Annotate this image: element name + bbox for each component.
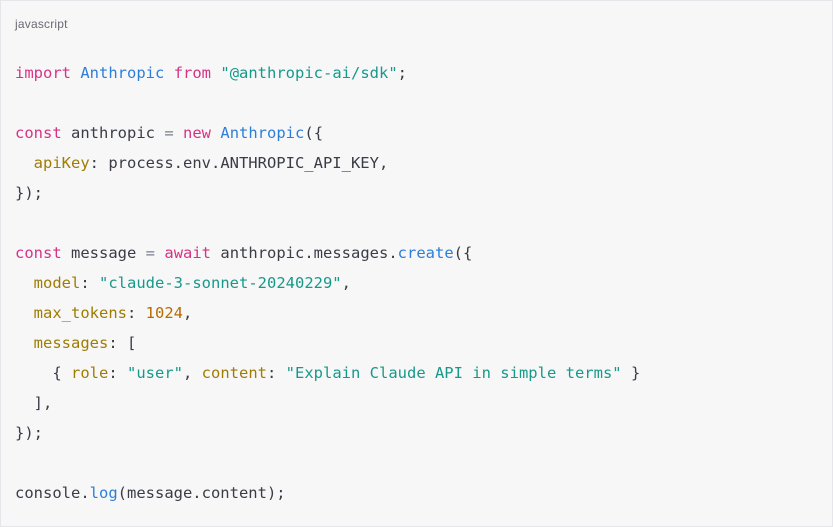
code-token-operator: = xyxy=(145,244,156,262)
code-token-property: messages xyxy=(33,334,109,352)
code-token-plain: ({ xyxy=(453,244,473,262)
code-token-plain: message xyxy=(61,244,146,262)
code-token-plain: (message.content); xyxy=(117,484,286,502)
code-token-plain xyxy=(174,124,183,142)
code-line: }); xyxy=(15,178,818,208)
code-token-property: content xyxy=(201,364,267,382)
code-line: }); xyxy=(15,418,818,448)
code-line: { role: "user", content: "Explain Claude… xyxy=(15,358,818,388)
code-lines: import Anthropic from "@anthropic-ai/sdk… xyxy=(15,58,818,508)
code-line xyxy=(15,208,818,238)
code-token-plain: : xyxy=(267,364,286,382)
code-token-plain: } xyxy=(621,364,641,382)
code-line: const message = await anthropic.messages… xyxy=(15,238,818,268)
code-token-plain: ], xyxy=(15,394,53,412)
code-token-plain: : [ xyxy=(108,334,137,352)
code-token-plain xyxy=(15,274,34,292)
code-token-property: role xyxy=(71,364,109,382)
code-token-plain: console. xyxy=(15,484,90,502)
code-line: console.log(message.content); xyxy=(15,478,818,508)
code-token-string: "Explain Claude API in simple terms" xyxy=(285,364,622,382)
code-token-plain: anthropic.messages. xyxy=(211,244,398,262)
code-token-string: "claude-3-sonnet-20240229" xyxy=(99,274,342,292)
code-token-plain xyxy=(15,304,34,322)
code-token-string: "user" xyxy=(127,364,183,382)
code-line: ], xyxy=(15,388,818,418)
code-token-plain xyxy=(15,334,34,352)
code-token-keyword: new xyxy=(183,124,212,142)
code-token-plain: : xyxy=(80,274,100,292)
code-token-plain: anthropic xyxy=(61,124,165,142)
code-token-class: Anthropic xyxy=(80,64,165,82)
code-token-property: max_tokens xyxy=(33,304,127,322)
code-line: const anthropic = new Anthropic({ xyxy=(15,118,818,148)
code-line: model: "claude-3-sonnet-20240229", xyxy=(15,268,818,298)
code-token-plain: : xyxy=(127,304,146,322)
code-token-plain: }); xyxy=(15,184,43,202)
code-token-keyword: from xyxy=(173,64,212,82)
code-token-keyword: import xyxy=(15,64,71,82)
code-token-keyword: const xyxy=(15,124,62,142)
code-token-property: model xyxy=(33,274,81,292)
code-token-plain: { xyxy=(15,364,71,382)
code-line xyxy=(15,448,818,478)
code-token-plain xyxy=(15,154,34,172)
code-token-property: apiKey xyxy=(33,154,90,172)
code-line: import Anthropic from "@anthropic-ai/sdk… xyxy=(15,58,818,88)
language-label: javascript xyxy=(15,17,68,31)
code-line: max_tokens: 1024, xyxy=(15,298,818,328)
code-token-function: log xyxy=(89,484,118,502)
code-token-keyword: const xyxy=(15,244,62,262)
code-line: messages: [ xyxy=(15,328,818,358)
code-token-plain xyxy=(164,64,173,82)
code-token-plain: , xyxy=(183,304,193,322)
code-token-plain: }); xyxy=(15,424,43,442)
code-line xyxy=(15,88,818,118)
code-token-plain: , xyxy=(341,274,351,292)
code-token-string: "@anthropic-ai/sdk" xyxy=(220,64,398,82)
code-token-plain xyxy=(211,124,220,142)
code-line: apiKey: process.env.ANTHROPIC_API_KEY, xyxy=(15,148,818,178)
code-token-class: Anthropic xyxy=(220,124,305,142)
code-token-plain: : xyxy=(108,364,127,382)
code-token-plain: , xyxy=(183,364,202,382)
code-token-plain xyxy=(211,64,220,82)
code-token-keyword: await xyxy=(164,244,212,262)
code-token-plain xyxy=(71,64,80,82)
code-token-plain: ({ xyxy=(304,124,324,142)
code-token-plain xyxy=(155,244,164,262)
code-token-plain: : process.env.ANTHROPIC_API_KEY, xyxy=(89,154,389,172)
code-token-function: create xyxy=(397,244,454,262)
code-token-number: 1024 xyxy=(145,304,183,322)
code-token-operator: = xyxy=(164,124,174,142)
code-token-plain: ; xyxy=(397,64,408,82)
